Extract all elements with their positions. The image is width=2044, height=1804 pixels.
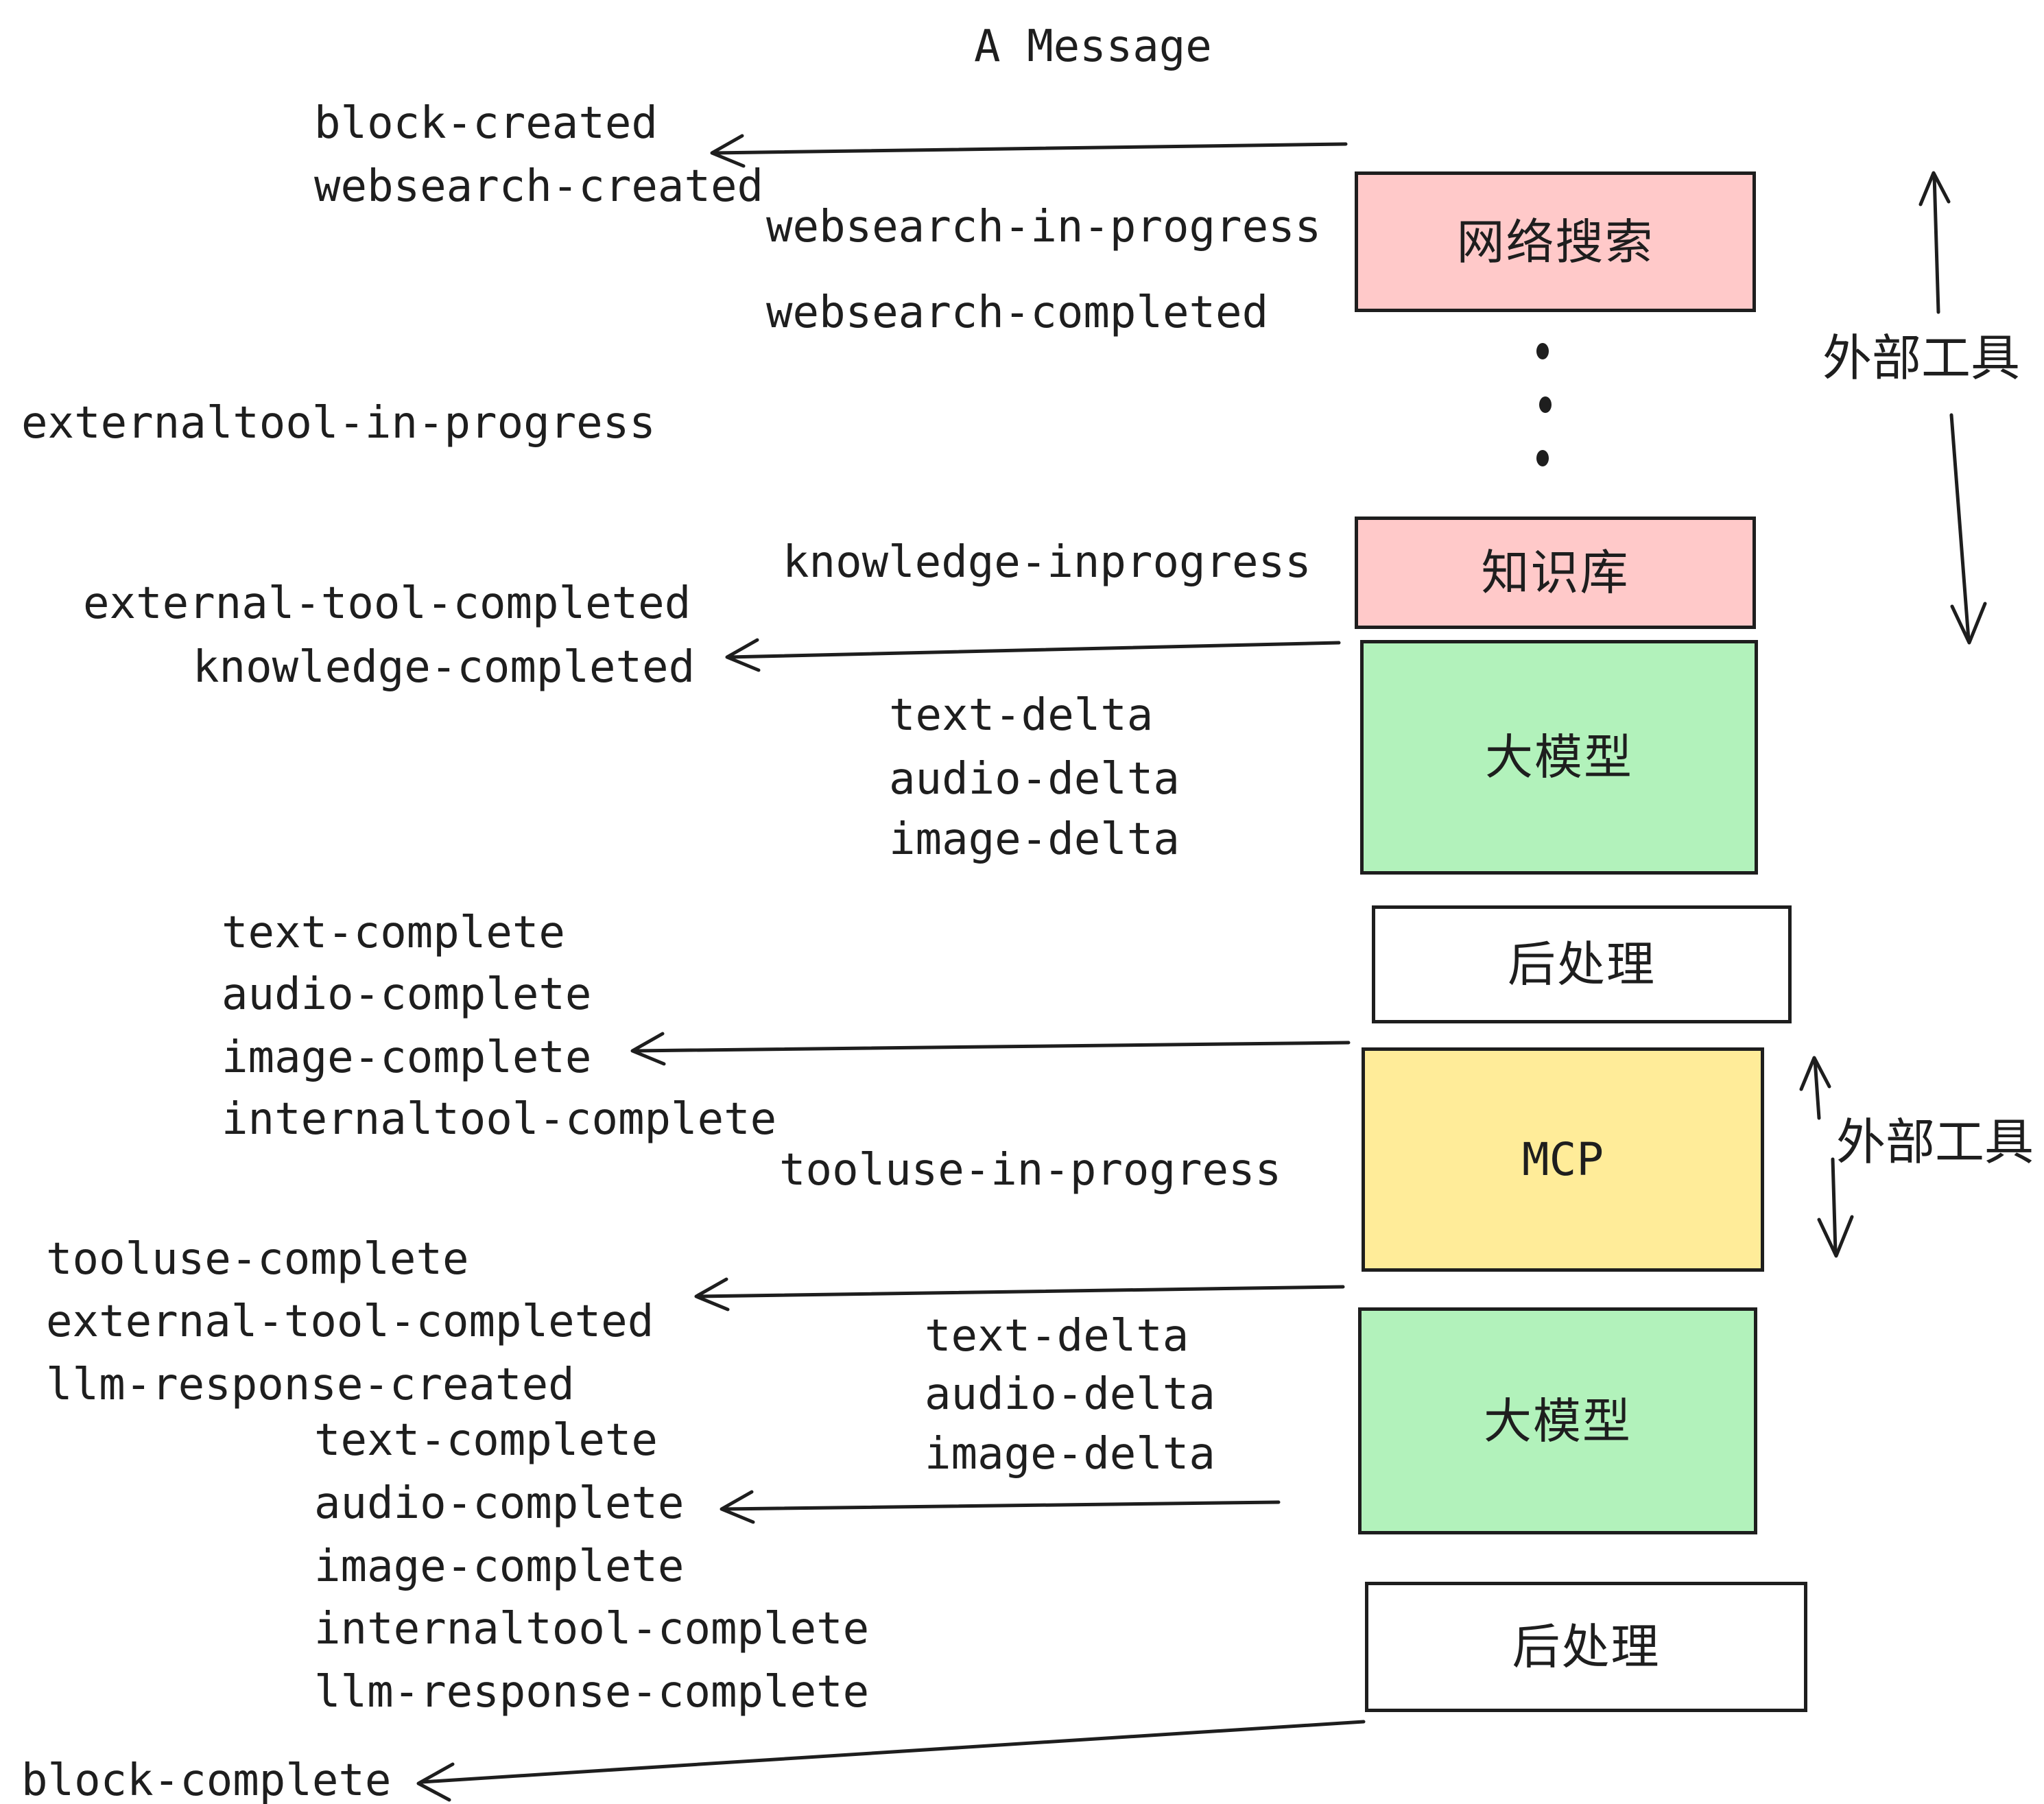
- box-llm-top-label: 大模型: [1485, 731, 1633, 784]
- box-postprocess-top-label: 后处理: [1508, 938, 1656, 991]
- event-llm-response-created: llm-response-created: [46, 1360, 575, 1410]
- box-knowledge-label: 知识库: [1481, 546, 1630, 600]
- event-block-complete: block-complete: [21, 1755, 392, 1804]
- event-audio-complete-2: audio-complete: [314, 1478, 685, 1529]
- event-image-complete-1: image-complete: [222, 1032, 592, 1083]
- arrow-to-tooluse-complete: [694, 1277, 1345, 1312]
- event-text-delta-2: text-delta: [925, 1311, 1189, 1362]
- arrow-external-tools-bottom-up: [1799, 1056, 1831, 1120]
- arrow-to-knowledge-completed: [725, 638, 1341, 672]
- event-external-tool-completed-2: external-tool-completed: [46, 1296, 654, 1347]
- event-tooluse-in-progress: tooluse-in-progress: [779, 1145, 1282, 1196]
- event-websearch-completed: websearch-completed: [766, 287, 1269, 338]
- side-label-external-tools-bottom: 外部工具: [1836, 1115, 2034, 1170]
- ellipsis-dot: [1539, 396, 1552, 413]
- event-internaltool-complete-2: internaltool-complete: [314, 1604, 870, 1654]
- event-audio-delta-2: audio-delta: [925, 1369, 1215, 1420]
- event-tooluse-complete: tooluse-complete: [46, 1234, 469, 1285]
- side-label-external-tools-top: 外部工具: [1822, 331, 2021, 386]
- arrow-to-audio-complete: [720, 1490, 1281, 1524]
- event-image-complete-2: image-complete: [314, 1541, 685, 1592]
- event-audio-delta-1: audio-delta: [889, 754, 1180, 805]
- ellipsis-dot: [1536, 343, 1549, 359]
- box-knowledge: 知识库: [1355, 517, 1756, 629]
- event-external-tool-completed-1: external-tool-completed: [83, 578, 691, 629]
- box-mcp-label: MCP: [1521, 1132, 1604, 1186]
- arrow-to-block-complete: [416, 1720, 1366, 1802]
- event-knowledge-inprogress: knowledge-inprogress: [783, 537, 1311, 588]
- event-websearch-created: websearch-created: [314, 161, 764, 212]
- box-llm-top: 大模型: [1360, 640, 1758, 875]
- box-llm-bottom: 大模型: [1358, 1307, 1757, 1534]
- arrow-external-tools-top-up: [1918, 171, 1951, 314]
- event-block-created: block-created: [314, 98, 658, 149]
- box-mcp: MCP: [1362, 1047, 1764, 1272]
- event-audio-complete-1: audio-complete: [222, 969, 592, 1020]
- event-websearch-in-progress: websearch-in-progress: [766, 202, 1322, 252]
- arrow-external-tools-top-down: [1949, 413, 1987, 645]
- box-postprocess-top: 后处理: [1372, 905, 1792, 1023]
- box-websearch: 网络搜索: [1355, 171, 1756, 312]
- arrow-to-block-created: [710, 134, 1348, 168]
- arrow-external-tools-bottom-down: [1817, 1157, 1854, 1258]
- event-internaltool-complete-1: internaltool-complete: [222, 1094, 777, 1145]
- box-postprocess-bottom-label: 后处理: [1512, 1620, 1661, 1674]
- box-postprocess-bottom: 后处理: [1365, 1582, 1807, 1712]
- event-externaltool-in-progress: externaltool-in-progress: [21, 398, 656, 449]
- box-websearch-label: 网络搜索: [1456, 215, 1654, 269]
- event-image-delta-2: image-delta: [925, 1429, 1215, 1480]
- diagram-title: A Message: [974, 21, 1212, 72]
- event-image-delta-1: image-delta: [889, 814, 1180, 865]
- event-text-complete-1: text-complete: [222, 907, 565, 958]
- event-text-complete-2: text-complete: [314, 1415, 658, 1466]
- event-llm-response-complete: llm-response-complete: [314, 1667, 870, 1718]
- event-text-delta-1: text-delta: [889, 690, 1154, 741]
- arrow-to-image-complete: [630, 1032, 1351, 1066]
- event-knowledge-completed: knowledge-completed: [193, 642, 696, 693]
- ellipsis-dot: [1536, 450, 1549, 466]
- box-llm-bottom-label: 大模型: [1484, 1394, 1632, 1448]
